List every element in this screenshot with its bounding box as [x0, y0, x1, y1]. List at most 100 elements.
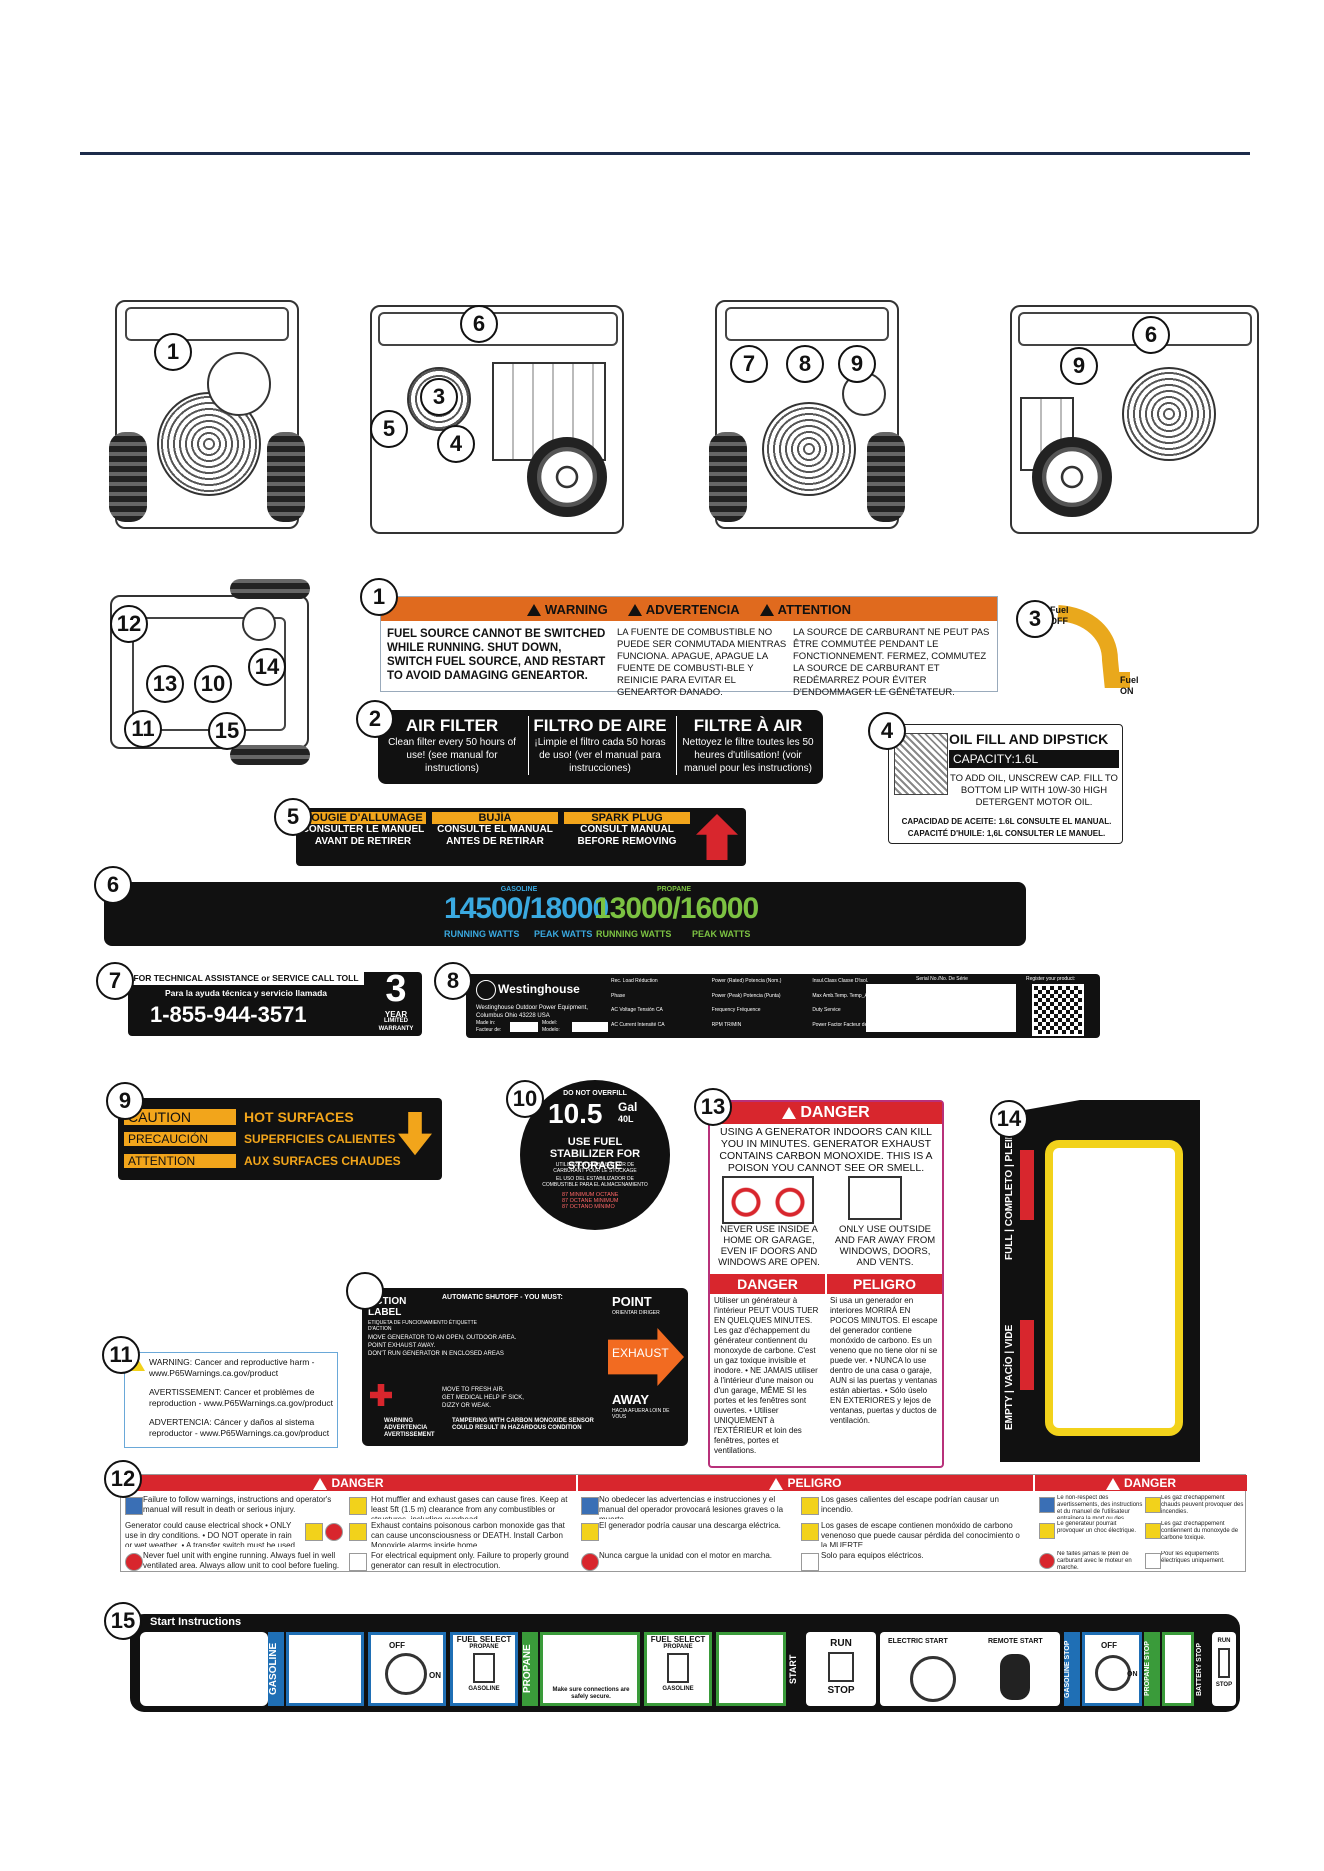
strip-es-4: Los gases de escape contienen monóxido d…	[821, 1521, 1020, 1547]
label-12-danger-strip: DANGER PELIGRO DANGER Failure to follow …	[120, 1474, 1247, 1572]
callout-action-label	[346, 1272, 384, 1310]
strip-no-fuel-icon	[125, 1553, 143, 1571]
callout-11-label: 11	[102, 1336, 140, 1374]
octane-1: 87 MINIMUM OCTANE	[562, 1192, 619, 1198]
air-filter-body-en: Clean filter every 50 hours of use! (see…	[388, 737, 516, 774]
spec-field: AC Voltage Tensión CA	[611, 1007, 663, 1013]
caution-tag: CAUTION	[124, 1109, 236, 1125]
co-danger-en: USING A GENERATOR INDOORS CAN KILL YOU I…	[719, 1126, 933, 1174]
prop65-es: ADVERTENCIA: Cáncer y daños al sistema r…	[149, 1417, 330, 1438]
strip-es-5: Nunca cargue la unidad con el motor en m…	[599, 1551, 772, 1560]
gas-knob-icon	[385, 1653, 427, 1695]
tank-gal: Gal	[618, 1100, 638, 1114]
strip-es-ground-icon	[801, 1553, 819, 1571]
strip-peligro: PELIGRO	[578, 1475, 1033, 1491]
register-label: Register your product:	[1026, 976, 1076, 982]
remote-fob-icon	[1000, 1654, 1030, 1700]
strip-fr-no-fuel-icon	[1039, 1553, 1055, 1569]
brand-name: Westinghouse	[498, 982, 580, 996]
callout-7-label: 7	[96, 962, 134, 1000]
battery-stop-text: STOP	[1215, 1682, 1233, 1688]
warranty-word: WARRANTY	[378, 1026, 414, 1032]
callout-4-control: 4	[437, 425, 475, 463]
callout-3-control: 3	[420, 378, 458, 416]
fuel-valve-icon	[1057, 605, 1130, 688]
propane-watts: 13000/16000	[594, 892, 759, 925]
strip-es-6: Solo para equipos eléctricos.	[821, 1551, 924, 1560]
spec-field: Duty Service	[812, 1007, 841, 1013]
brand-address: Westinghouse Outdoor Power Equipment, Co…	[476, 1005, 588, 1019]
strip-fr-4: Les gaz d'échappement contiennent du mon…	[1161, 1521, 1239, 1541]
attention-tag: ATTENTION	[124, 1154, 236, 1168]
fuel-select-gasoline: GASOLINE	[468, 1686, 500, 1692]
callout-3-label: 3	[1016, 600, 1054, 638]
strip-es-co-icon	[801, 1523, 819, 1541]
warranty-year-word: YEAR	[384, 1010, 408, 1019]
fuel-off-text: Fuel OFF	[1050, 605, 1069, 626]
strip-es-no-fuel-icon	[581, 1553, 599, 1571]
battery-stop-label: BATTERY STOP	[1196, 1642, 1203, 1696]
do-not-overfill: DO NOT OVERFILL	[563, 1090, 627, 1097]
hot-row-1: CAUTION HOT SURFACES	[124, 1106, 401, 1128]
generator-front-view	[109, 300, 305, 529]
strip-fr-manual-icon	[1039, 1497, 1055, 1513]
label1-fr: LA SOURCE DE CARBURANT NE PEUT PAS ÊTRE …	[793, 627, 990, 698]
label1-es: LA FUENTE DE COMBUSTIBLE NO PUEDE SER CO…	[617, 627, 787, 698]
header-warning: WARNING	[544, 601, 608, 617]
octane-3: 87 OCTANO MÍNIMO	[562, 1204, 615, 1210]
strip-no-rain-icon	[325, 1523, 343, 1541]
action-step: MOVE GENERATOR TO AN OPEN, OUTDOOR AREA.	[368, 1335, 517, 1341]
start-step-fuel-select-propane: FUEL SELECT PROPANE GASOLINE	[644, 1632, 712, 1706]
callout-5-label: 5	[274, 798, 312, 836]
strip-ground-icon	[349, 1553, 367, 1571]
air-filter-body-fr: Nettoyez le filtre toutes les 50 heures …	[682, 737, 814, 774]
spark-body-es: CONSULTE EL MANUAL ANTES DE RETIRAR	[437, 824, 553, 847]
run-switch-icon	[828, 1652, 854, 1682]
gasoline-stop-label: GASOLINE STOP	[1064, 1632, 1080, 1706]
strip-es-3: El generador podría causar una descarga …	[599, 1521, 781, 1530]
strip-es-2: Los gases calientes del escape podrían c…	[821, 1495, 999, 1514]
action-sub: ETIQUETA DE FUNCIONAMIENTO ÉTIQUETTE D'A…	[368, 1320, 477, 1332]
fuel-empty-text: EMPTY | VACÍO | VIDE	[1004, 1324, 1015, 1430]
gasoline-side-label: GASOLINE	[268, 1632, 284, 1706]
gasoline-tag: GASOLINE	[500, 886, 538, 893]
oil-instructions: TO ADD OIL, UNSCREW CAP. FILL TO BOTTOM …	[950, 773, 1118, 808]
fuel-full-marker	[1020, 1150, 1034, 1220]
callout-13-label: 13	[694, 1088, 732, 1126]
stop-off-text: OFF	[1101, 1641, 1117, 1650]
action-warning: WARNING ADVERTENCIA AVERTISSEMENT	[384, 1418, 435, 1438]
strip-fr-shock-icon	[1039, 1523, 1055, 1539]
stabilizer-es: EL USO DEL ESTABILIZADOR DE COMBUSTIBLE …	[542, 1176, 648, 1188]
westinghouse-logo-icon	[476, 980, 496, 1000]
label-2-air-filter: AIR FILTER Clean filter every 50 hours o…	[378, 710, 823, 784]
house-no-icon	[722, 1176, 814, 1224]
spec-field: Power (Rated) Potencia (Nom.)	[711, 978, 782, 984]
stop-on-text: ON	[1127, 1671, 1138, 1678]
start-step-tank-valve	[716, 1632, 786, 1706]
start-side-label: START	[788, 1654, 798, 1684]
precaucion-tag: PRECAUCIÓN	[124, 1132, 236, 1146]
label-10-fuel-cap: DO NOT OVERFILL 10.5 Gal 40L USE FUEL ST…	[520, 1080, 670, 1230]
strip-fr-fire-icon	[1145, 1497, 1161, 1513]
strip-danger-en: DANGER	[121, 1475, 576, 1491]
header-attention: ATTENTION	[777, 601, 852, 617]
spark-title-en: SPARK PLUG	[564, 812, 690, 824]
spark-body-fr: CONSULTER LE MANUEL AVANT DE RETIRER	[301, 824, 425, 847]
header-advertencia: ADVERTENCIA	[645, 601, 740, 617]
serial-label: Serial No./No. De Série	[916, 976, 968, 982]
callout-1-label: 1	[360, 578, 398, 616]
strip-es-1: No obedecer las advertencias e instrucci…	[599, 1495, 784, 1519]
label-14-fuel-gauge: FULL | COMPLETO | PLEIN EMPTY | VACÍO | …	[1000, 1100, 1200, 1462]
spec-field: Rec. Load Réduction	[611, 978, 658, 984]
action-tamper: TAMPERING WITH CARBON MONOXIDE SENSOR CO…	[452, 1418, 594, 1431]
fuel-select-propane: PROPANE	[469, 1644, 499, 1650]
action-steps: MOVE GENERATOR TO AN OPEN, OUTDOOR AREA.…	[368, 1334, 578, 1358]
stop-step-battery: RUN STOP	[1212, 1632, 1236, 1706]
warranty-years: 3	[385, 968, 407, 1010]
fuel-full-text: FULL | COMPLETO | PLEIN	[1004, 1131, 1015, 1260]
callout-9-rear: 9	[838, 345, 876, 383]
auto-shutoff: AUTOMATIC SHUTOFF - YOU MUST:	[442, 1294, 563, 1301]
spec-field: Phase	[611, 992, 626, 999]
run-text: RUN	[830, 1638, 852, 1649]
callout-6-engine: 6	[1132, 316, 1170, 354]
